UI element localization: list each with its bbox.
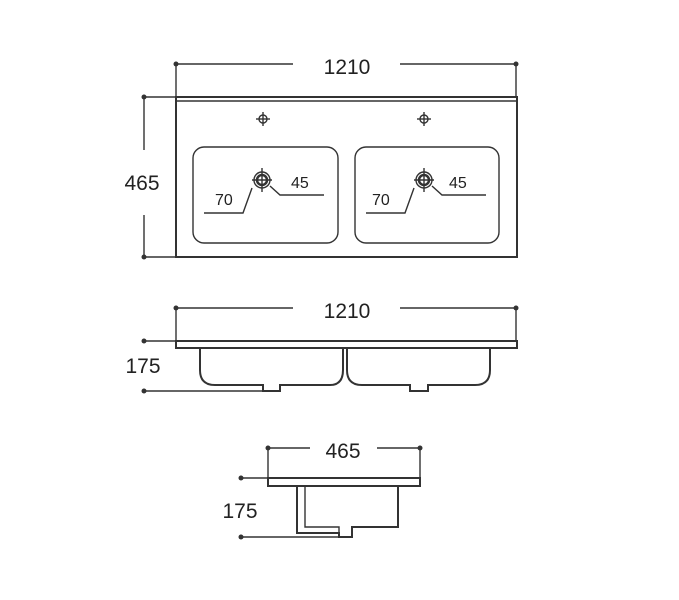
basin-right <box>354 146 500 244</box>
side-depth-label: 465 <box>325 440 360 463</box>
side-height-label: 175 <box>222 500 257 523</box>
drain-left-label-2: 70 <box>372 192 390 209</box>
drain-left-label: 70 <box>215 192 233 209</box>
basin-left <box>192 146 339 244</box>
top-view: 1210 465 70 45 70 45 <box>124 56 519 260</box>
top-width-dimension: 1210 <box>173 56 519 97</box>
drain-right-label: 45 <box>291 175 309 192</box>
top-depth-label: 465 <box>124 172 159 195</box>
top-depth-dimension: 465 <box>124 94 176 260</box>
front-width-label: 1210 <box>324 300 371 323</box>
front-height-label: 175 <box>125 355 160 378</box>
front-view: 1210 175 <box>125 300 519 394</box>
drain-icon <box>252 168 434 192</box>
drain-right-label-2: 45 <box>449 175 467 192</box>
top-width-label: 1210 <box>324 56 371 79</box>
countertop-outline <box>175 96 518 258</box>
side-view: 465 175 <box>222 440 423 540</box>
faucet-hole-icon <box>256 112 431 126</box>
